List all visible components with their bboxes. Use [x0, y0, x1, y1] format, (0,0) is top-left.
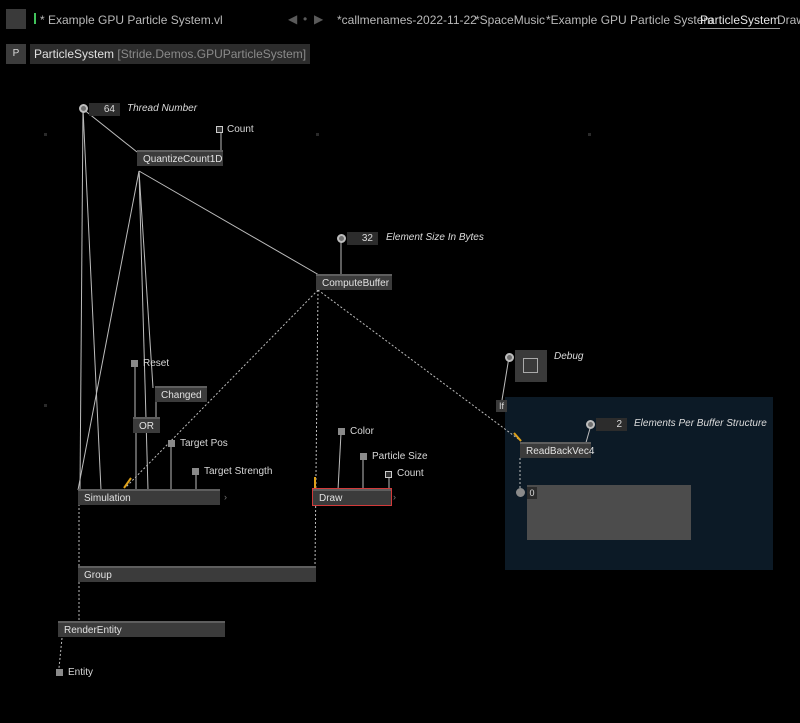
target-strength-pin[interactable] — [192, 468, 199, 475]
reset-label: Reset — [143, 358, 170, 369]
elements-per-label: Elements Per Buffer Structure — [634, 418, 767, 429]
svg-text:›: › — [224, 492, 227, 502]
thread-number-pad-pin[interactable] — [79, 104, 88, 113]
nav-forward-icon[interactable]: ▶ — [314, 12, 324, 26]
tab-spacemusic[interactable]: *SpaceMusic — [475, 13, 546, 27]
element-size-label: Element Size In Bytes — [386, 232, 484, 243]
app-menu-button[interactable] — [6, 9, 26, 29]
target-pos-pin[interactable] — [168, 440, 175, 447]
grid-dot — [44, 404, 47, 407]
count-draw-pin[interactable] — [385, 471, 392, 478]
patch-p-button[interactable]: P — [6, 44, 26, 64]
tab-callmenames[interactable]: *callmenames-2022-11-22 — [337, 13, 477, 27]
element-size-iobox[interactable]: 32 — [347, 232, 378, 245]
tab-particlesystem[interactable]: ParticleSystem — [700, 13, 781, 29]
particle-size-label: Particle Size — [372, 451, 428, 462]
readback-output-iobox[interactable]: 0 — [527, 485, 691, 540]
or-node[interactable]: OR — [133, 417, 160, 433]
element-size-pad-pin[interactable] — [337, 234, 346, 243]
grid-dot — [316, 133, 319, 136]
debug-toggle[interactable] — [515, 350, 547, 382]
tab-example-gpu-particle-system-vl[interactable]: * Example GPU Particle System.vl — [40, 13, 223, 27]
changed-node[interactable]: Changed — [155, 386, 207, 402]
readback-output-pin[interactable] — [516, 488, 525, 497]
elements-per-iobox[interactable]: 2 — [596, 418, 627, 431]
nav-back-icon[interactable]: ◀ — [288, 12, 298, 26]
draw-node[interactable]: Draw — [312, 488, 392, 506]
if-region-label[interactable]: If — [496, 400, 507, 412]
reset-pin[interactable] — [131, 360, 138, 367]
debug-label: Debug — [554, 351, 584, 362]
count-output-pin[interactable] — [216, 126, 223, 133]
quantize-count-node[interactable]: QuantizeCount1D — [137, 150, 223, 166]
color-pin[interactable] — [338, 428, 345, 435]
entity-pin[interactable] — [56, 669, 63, 676]
elements-per-pad-pin[interactable] — [586, 420, 595, 429]
simulation-node[interactable]: Simulation — [78, 489, 220, 505]
entity-label: Entity — [68, 667, 94, 678]
compute-buffer-node[interactable]: ComputeBuffer — [316, 274, 392, 290]
tab-example-gpu-particle-system[interactable]: *Example GPU Particle System — [546, 13, 714, 27]
breadcrumb[interactable]: ParticleSystem [Stride.Demos.GPUParticle… — [30, 44, 311, 64]
readback-vec4-node[interactable]: ReadBackVec4 — [520, 442, 594, 458]
color-label: Color — [350, 426, 374, 437]
grid-dot — [44, 133, 47, 136]
tab-draw[interactable]: Draw — [777, 13, 800, 27]
modified-indicator — [34, 13, 36, 24]
thread-number-iobox[interactable]: 64 — [89, 103, 120, 116]
svg-text:›: › — [393, 492, 396, 502]
target-strength-label: Target Strength — [204, 466, 273, 477]
checkbox-icon — [523, 358, 538, 373]
grid-dot — [316, 404, 319, 407]
render-entity-node[interactable]: RenderEntity — [58, 621, 225, 637]
count-draw-label: Count — [397, 468, 424, 479]
grid-dot — [588, 133, 591, 136]
debug-pad-pin[interactable] — [505, 353, 514, 362]
tab-bar: * Example GPU Particle System.vl ◀ • ▶ *… — [0, 0, 800, 38]
group-node[interactable]: Group — [78, 566, 316, 582]
count-label: Count — [227, 124, 254, 135]
target-pos-label: Target Pos — [180, 438, 228, 449]
thread-number-label: Thread Number — [127, 103, 198, 114]
readback-value: 0 — [527, 487, 537, 499]
if-region[interactable] — [505, 397, 773, 570]
patch-category: [Stride.Demos.GPUParticleSystem] — [117, 47, 307, 61]
patch-name: ParticleSystem — [34, 47, 115, 61]
particle-size-pin[interactable] — [360, 453, 367, 460]
nav-separator: • — [303, 12, 308, 26]
